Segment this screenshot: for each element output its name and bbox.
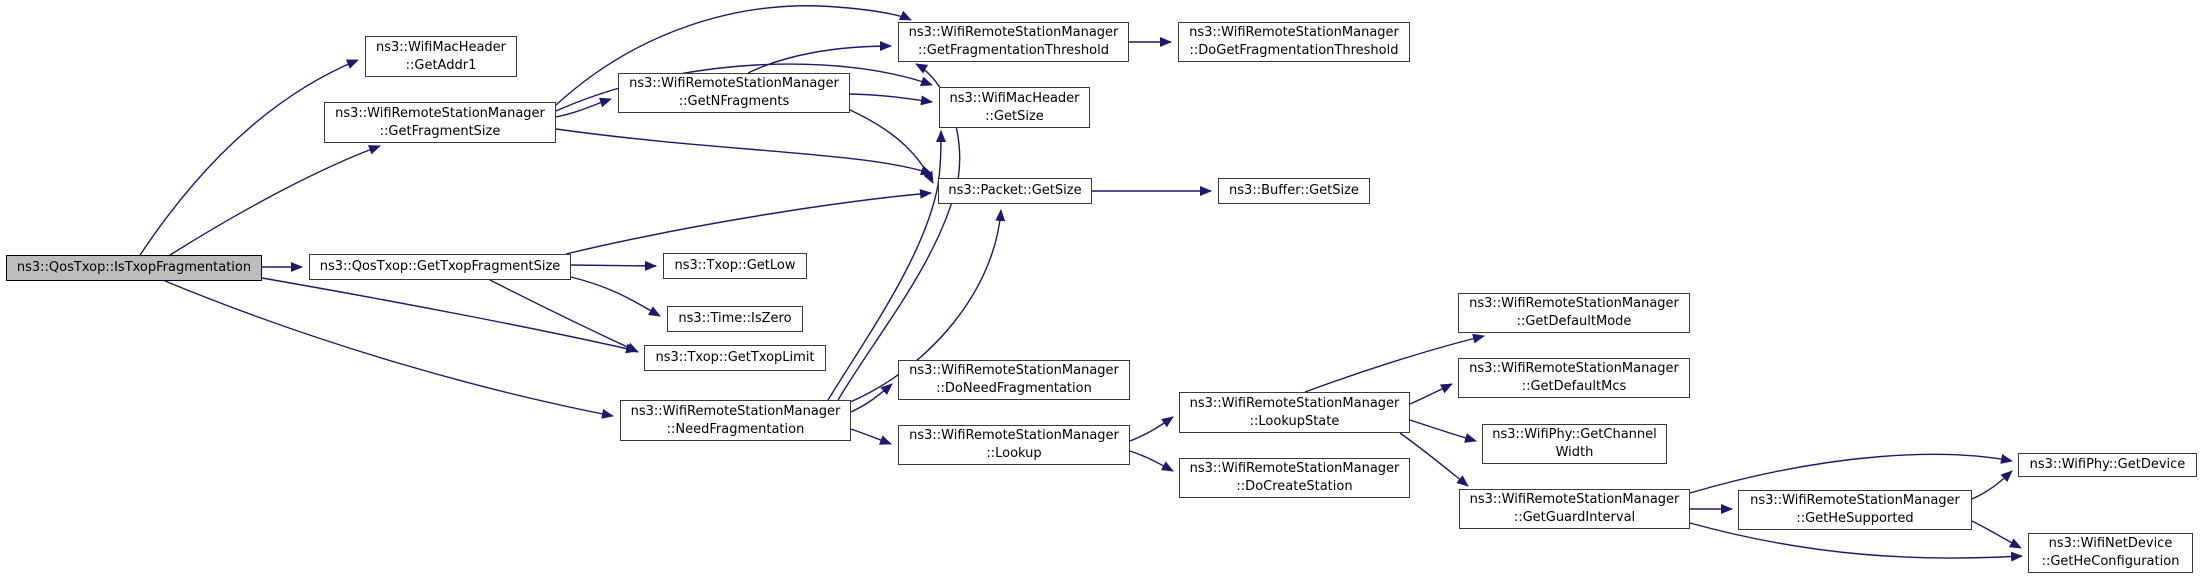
- edge-is-txop-fragmentation-get-txop-limit: [261, 277, 638, 354]
- node-get-txop-fragment-size[interactable]: ns3::QosTxop::GetTxopFragmentSize: [309, 254, 571, 280]
- node-buffer-get-size[interactable]: ns3::Buffer::GetSize: [1218, 178, 1370, 204]
- edge-lookup-state-get-default-mode: [1304, 333, 1485, 393]
- node-get-low[interactable]: ns3::Txop::GetLow: [663, 253, 807, 279]
- edge-get-txop-fragment-size-is-zero: [570, 276, 661, 317]
- edge-get-guard-interval-wifi-phy-get-device: [1689, 453, 2013, 494]
- edge-need-fragmentation-mac-header-get-size: [827, 130, 946, 401]
- edge-lookup-state-get-default-mcs: [1409, 383, 1453, 405]
- node-is-txop-fragmentation: ns3::QosTxop::IsTxopFragmentation: [6, 255, 262, 281]
- edge-get-n-fragments-mac-header-get-size: [849, 93, 933, 106]
- node-get-txop-limit[interactable]: ns3::Txop::GetTxopLimit: [644, 345, 826, 371]
- edge-lookup-lookup-state: [1129, 416, 1174, 442]
- node-wifi-phy-get-device[interactable]: ns3::WifiPhy::GetDevice: [2018, 453, 2197, 477]
- node-lookup-state[interactable]: ns3::WifiRemoteStationManager ::LookupSt…: [1179, 392, 1410, 433]
- edge-get-txop-fragment-size-get-low: [570, 260, 657, 271]
- edge-get-he-supported-get-he-configuration: [1971, 520, 2022, 549]
- edge-need-fragmentation-packet-get-size: [847, 209, 1006, 404]
- node-get-default-mode[interactable]: ns3::WifiRemoteStationManager ::GetDefau…: [1458, 293, 1690, 333]
- edge-get-guard-interval-get-he-configuration: [1689, 522, 2023, 562]
- edge-need-fragmentation-lookup: [850, 428, 892, 445]
- node-get-guard-interval[interactable]: ns3::WifiRemoteStationManager ::GetGuard…: [1459, 489, 1690, 529]
- edge-is-txop-fragmentation-get-addr1: [139, 59, 359, 256]
- edge-is-txop-fragmentation-need-fragmentation: [164, 280, 614, 419]
- edge-get-fragment-size-get-fragmentation-threshold: [555, 5, 912, 106]
- node-need-fragmentation[interactable]: ns3::WifiRemoteStationManager ::NeedFrag…: [620, 400, 851, 441]
- edge-get-n-fragments-get-fragmentation-threshold: [747, 41, 892, 74]
- edge-lookup-state-get-guard-interval: [1399, 432, 1469, 487]
- edge-lookup-do-create-station: [1129, 450, 1174, 472]
- edge-get-txop-fragment-size-get-txop-limit: [489, 279, 639, 353]
- node-do-need-fragmentation[interactable]: ns3::WifiRemoteStationManager ::DoNeedFr…: [898, 360, 1130, 400]
- edge-get-fragment-size-packet-get-size: [555, 128, 933, 176]
- node-lookup[interactable]: ns3::WifiRemoteStationManager ::Lookup: [898, 425, 1130, 465]
- edge-is-txop-fragmentation-get-fragment-size: [169, 145, 381, 256]
- node-mac-header-get-size[interactable]: ns3::WifiMacHeader ::GetSize: [939, 87, 1090, 128]
- node-get-default-mcs[interactable]: ns3::WifiRemoteStationManager ::GetDefau…: [1458, 358, 1690, 398]
- node-get-channel-width[interactable]: ns3::WifiPhy::GetChannel Width: [1482, 424, 1667, 464]
- edge-get-fragment-size-get-n-fragments: [555, 97, 612, 118]
- node-get-fragmentation-threshold[interactable]: ns3::WifiRemoteStationManager ::GetFragm…: [898, 22, 1129, 62]
- node-get-addr1[interactable]: ns3::WifiMacHeader ::GetAddr1: [365, 36, 517, 77]
- edge-get-n-fragments-packet-get-size: [849, 109, 934, 184]
- node-get-he-configuration[interactable]: ns3::WifiNetDevice ::GetHeConfiguration: [2028, 533, 2193, 573]
- node-get-he-supported[interactable]: ns3::WifiRemoteStationManager ::GetHeSup…: [1738, 490, 1972, 530]
- edge-get-he-supported-wifi-phy-get-device: [1971, 470, 2013, 500]
- edge-lookup-state-get-channel-width: [1409, 419, 1477, 443]
- node-get-fragment-size[interactable]: ns3::WifiRemoteStationManager ::GetFragm…: [324, 102, 556, 143]
- edge-need-fragmentation-do-need-fragmentation: [850, 383, 893, 413]
- node-packet-get-size[interactable]: ns3::Packet::GetSize: [938, 178, 1092, 204]
- edge-get-txop-fragment-size-packet-get-size: [565, 188, 932, 255]
- node-get-n-fragments[interactable]: ns3::WifiRemoteStationManager ::GetNFrag…: [618, 73, 850, 113]
- edge-get-fragment-size-mac-header-get-size: [555, 63, 933, 112]
- node-do-create-station[interactable]: ns3::WifiRemoteStationManager ::DoCreate…: [1179, 458, 1410, 498]
- node-is-zero[interactable]: ns3::Time::IsZero: [667, 306, 803, 332]
- node-do-get-fragmentation-threshold[interactable]: ns3::WifiRemoteStationManager ::DoGetFra…: [1178, 22, 1410, 62]
